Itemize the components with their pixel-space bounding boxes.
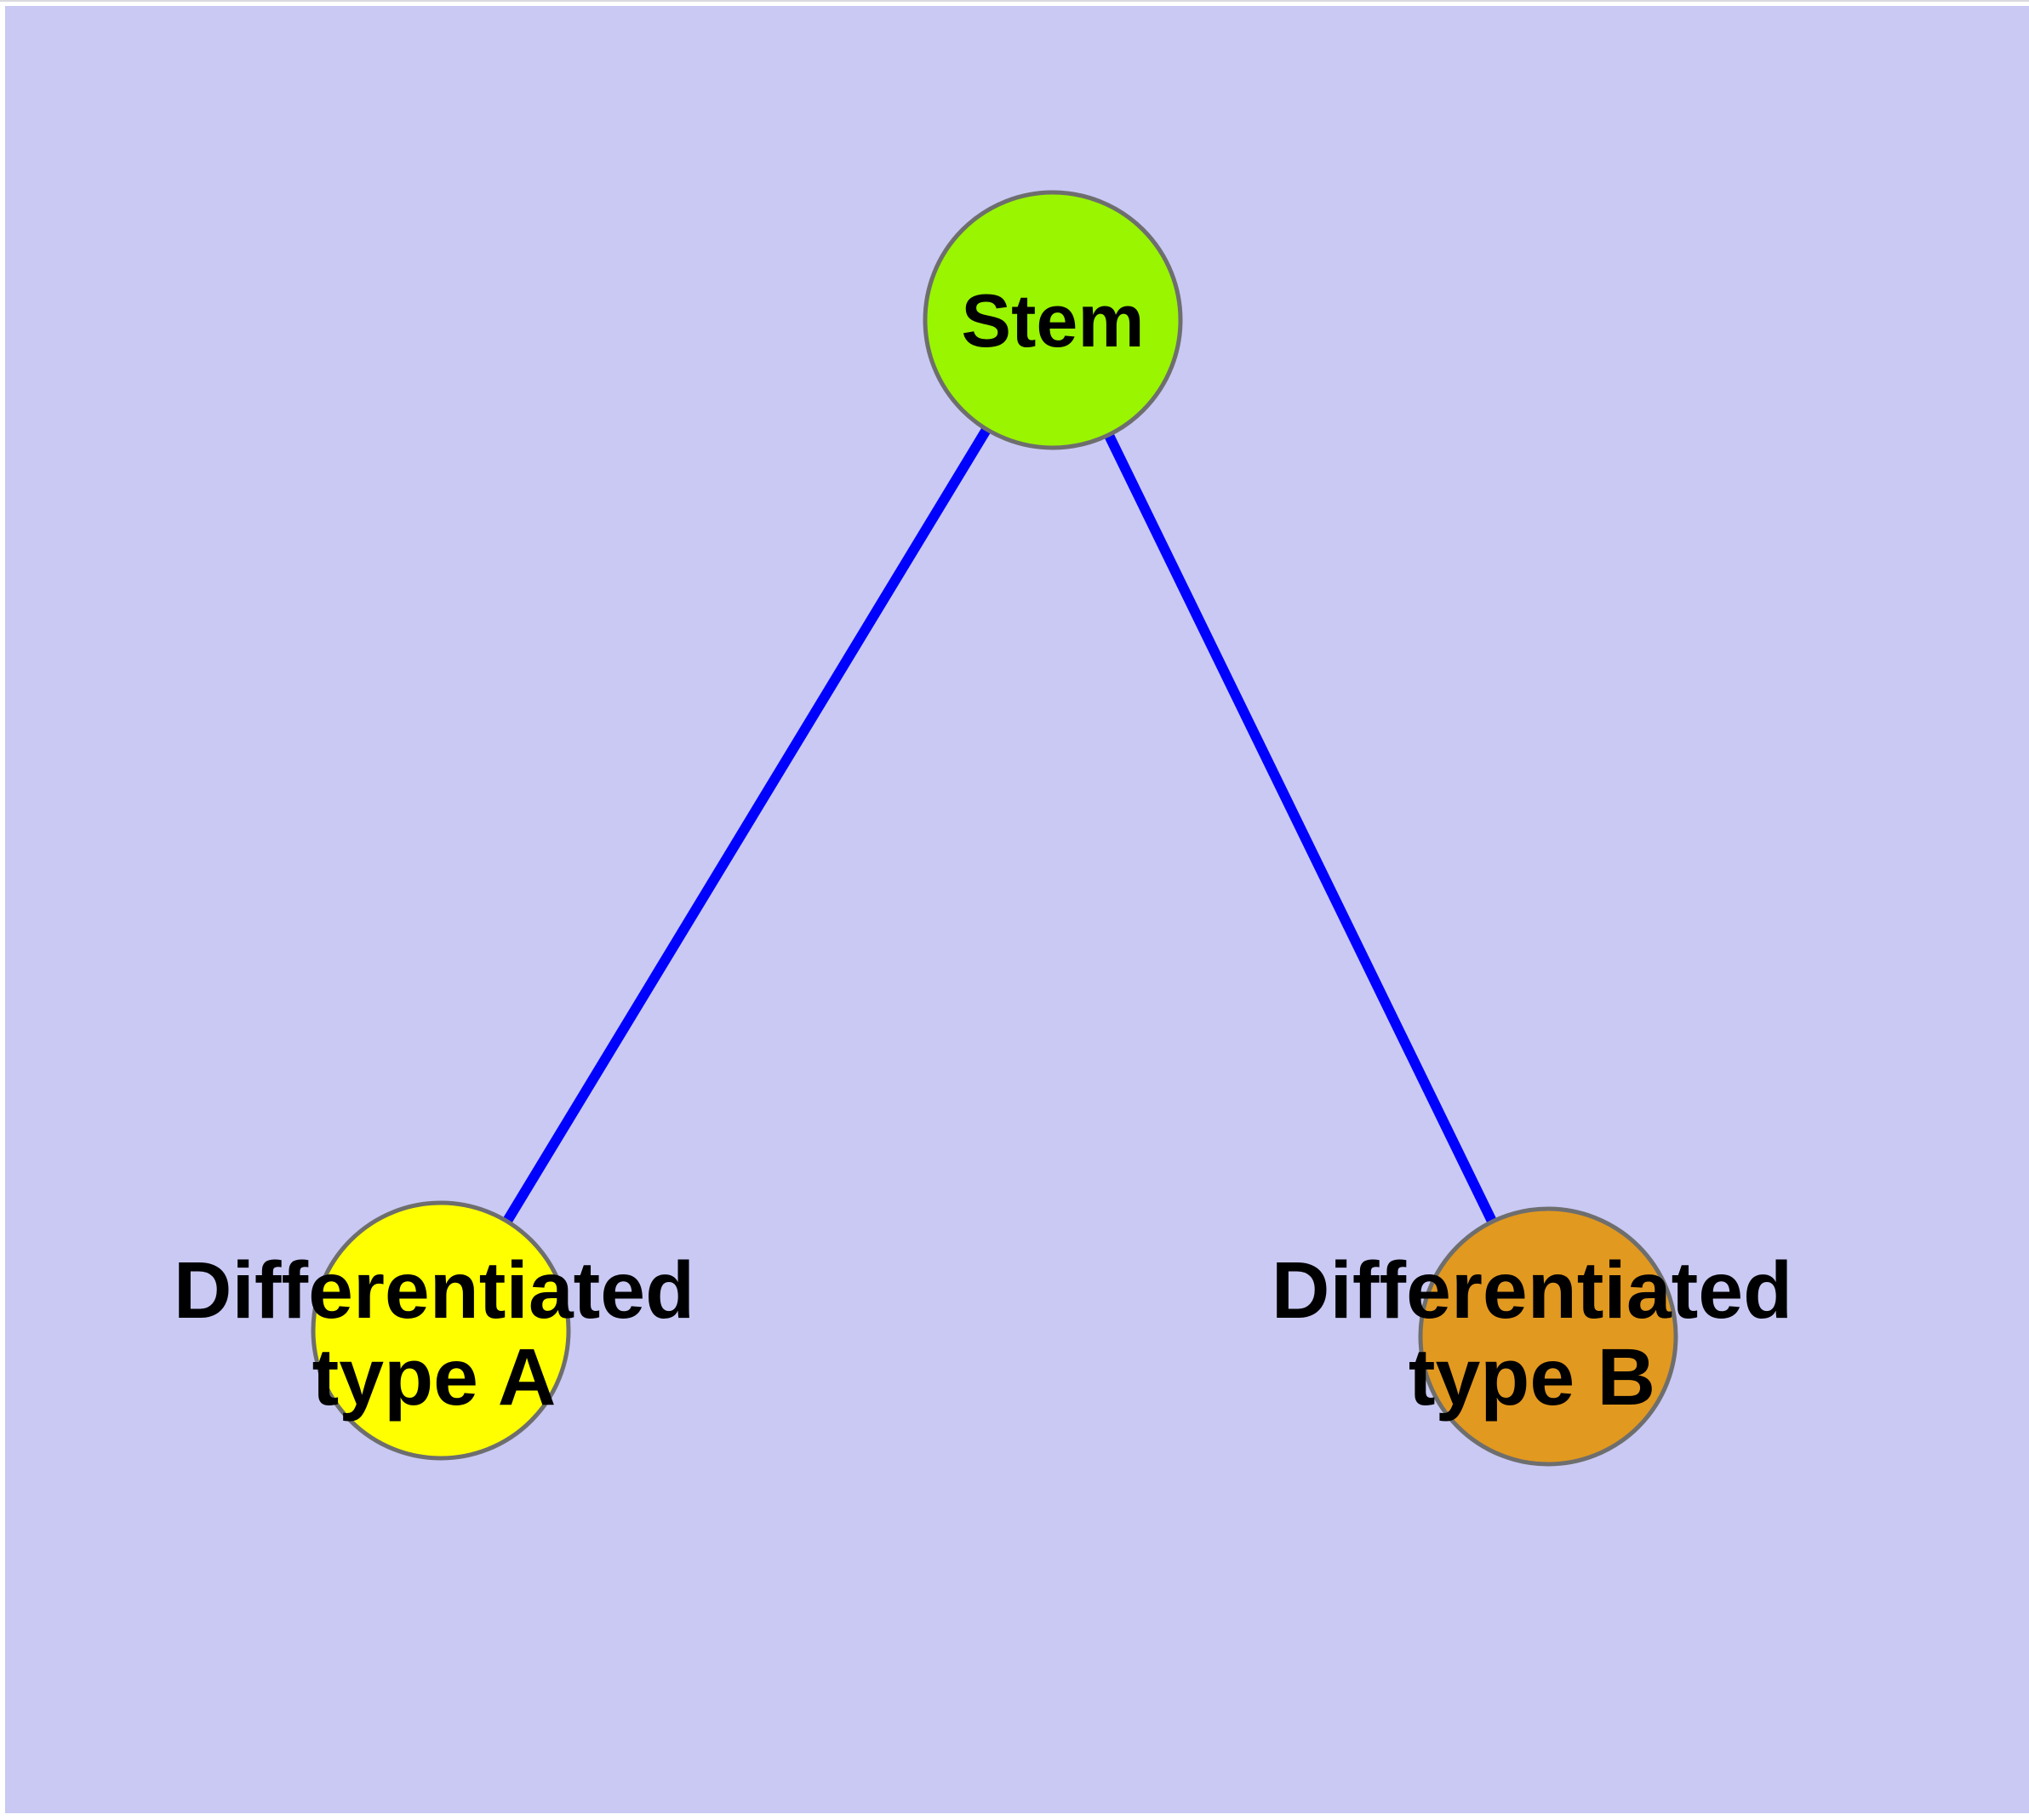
edge-stem-to-type-a	[436, 317, 1058, 1334]
node-type-a-label-line2: type A	[312, 1332, 557, 1422]
node-type-b-label-line1: Differentiated	[1272, 1245, 1792, 1336]
node-type-b-label-line2: type B	[1409, 1332, 1655, 1422]
window-top-hairline	[0, 0, 2029, 2]
node-type-a-label-line1: Differentiated	[174, 1245, 694, 1336]
node-type-a-label: Differentiated type A	[174, 1245, 694, 1422]
edge-stem-to-type-b	[1048, 318, 1553, 1339]
node-type-b-label: Differentiated type B	[1272, 1245, 1792, 1422]
node-type-b-circle	[1418, 1206, 1678, 1467]
node-stem-label: Stem	[961, 278, 1144, 363]
node-type-a-circle	[311, 1200, 571, 1461]
node-stem-circle	[923, 190, 1183, 450]
